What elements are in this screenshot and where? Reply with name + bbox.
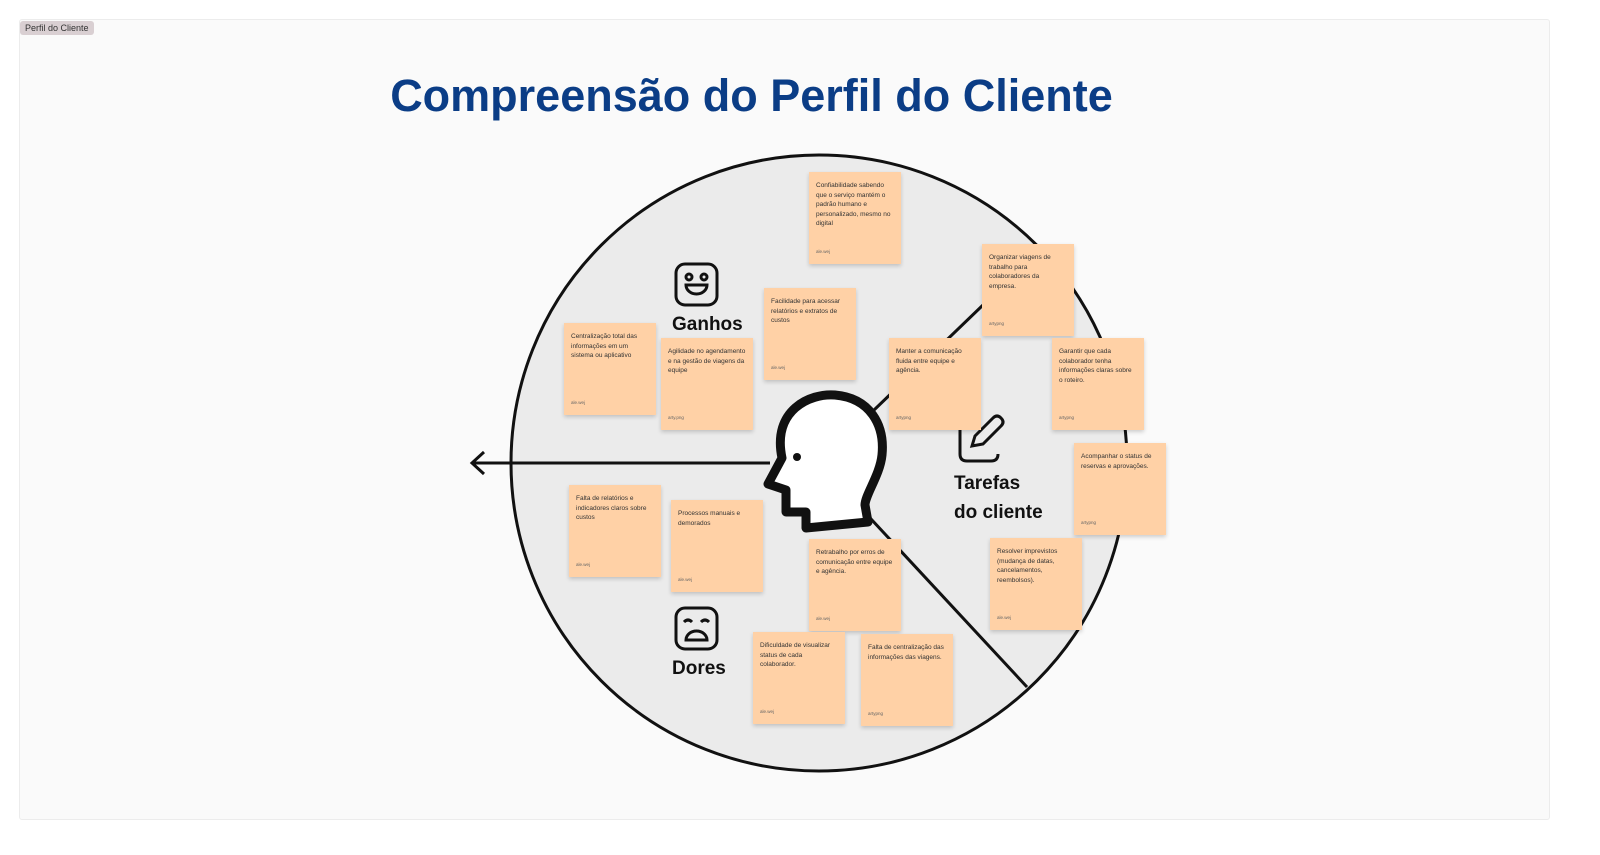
sticky-note[interactable]: Processos manuais e demorados ale.wej [671, 500, 763, 592]
note-text: Falta de relatórios e indicadores claros… [576, 495, 647, 521]
section-label-gains: Ganhos [672, 314, 743, 335]
sticky-note[interactable]: Centralização total das informações em u… [564, 323, 656, 415]
note-author: arty.png [668, 414, 684, 420]
note-text: Organizar viagens de trabalho para colab… [989, 254, 1051, 290]
note-author: ale.wej [571, 399, 586, 405]
note-author: artypng [896, 414, 912, 420]
sticky-note[interactable]: Falta de relatórios e indicadores claros… [569, 485, 661, 577]
sticky-note[interactable]: Organizar viagens de trabalho para colab… [982, 244, 1074, 336]
sad-face-icon [674, 606, 719, 651]
head-icon [763, 390, 887, 533]
note-text: Retrabalho por erros de comunicação entr… [816, 549, 893, 575]
frame-label[interactable]: Perfil do Cliente [20, 21, 94, 35]
sticky-note[interactable]: Garantir que cada colaborador tenha info… [1052, 338, 1144, 430]
note-author: ale.wej [576, 561, 591, 567]
note-author: ale.wej [997, 614, 1012, 620]
note-text: Dificuldade de visualizar status de cada… [760, 642, 831, 668]
note-author: ale.wej [678, 576, 693, 582]
section-label-jobs-1: Tarefas [954, 473, 1021, 494]
sticky-note[interactable]: Acompanhar o status de reservas e aprova… [1074, 443, 1166, 535]
section-label-pains: Dores [672, 658, 726, 679]
note-text: Acompanhar o status de reservas e aprova… [1081, 453, 1152, 470]
sticky-note[interactable]: Manter a comunicação fluida entre equipe… [889, 338, 981, 430]
note-text: Resolver imprevistos (mudança de datas, … [997, 548, 1058, 584]
sticky-note[interactable]: Confiabilidade sabendo que o serviço man… [809, 172, 901, 264]
note-author: artypng [989, 320, 1005, 326]
note-author: ale.wej [816, 248, 831, 254]
arrow-left-icon [469, 450, 770, 476]
note-author: artypng [1059, 414, 1075, 420]
sticky-note[interactable]: Falta de centralização das informações d… [861, 634, 953, 726]
edit-pencil-icon [958, 414, 1005, 463]
sticky-note[interactable]: Dificuldade de visualizar status de cada… [753, 632, 845, 724]
sticky-note[interactable]: Resolver imprevistos (mudança de datas, … [990, 538, 1082, 630]
sticky-note[interactable]: Retrabalho por erros de comunicação entr… [809, 539, 901, 631]
note-text: Processos manuais e demorados [678, 510, 741, 527]
note-author: ale.wej [771, 364, 786, 370]
note-text: Falta de centralização das informações d… [868, 644, 944, 661]
note-author: artypng [868, 710, 884, 716]
note-author: ale.wej [816, 615, 831, 621]
note-text: Confiabilidade sabendo que o serviço man… [816, 182, 891, 227]
note-author: ale.wej [760, 708, 775, 714]
happy-face-icon [674, 262, 719, 307]
section-label-jobs-2: do cliente [954, 502, 1043, 523]
sticky-note[interactable]: Agilidade no agendamento e na gestão de … [661, 338, 753, 430]
page-title: Compreensão do Perfil do Cliente [390, 70, 1113, 121]
note-author: artypng [1081, 519, 1097, 525]
sticky-note[interactable]: Facilidade para acessar relatórios e ext… [764, 288, 856, 380]
note-text: Manter a comunicação fluida entre equipe… [896, 348, 962, 374]
note-text: Facilidade para acessar relatórios e ext… [771, 298, 841, 324]
note-text: Garantir que cada colaborador tenha info… [1059, 348, 1132, 384]
note-text: Centralização total das informações em u… [571, 333, 638, 359]
note-text: Agilidade no agendamento e na gestão de … [668, 348, 746, 374]
